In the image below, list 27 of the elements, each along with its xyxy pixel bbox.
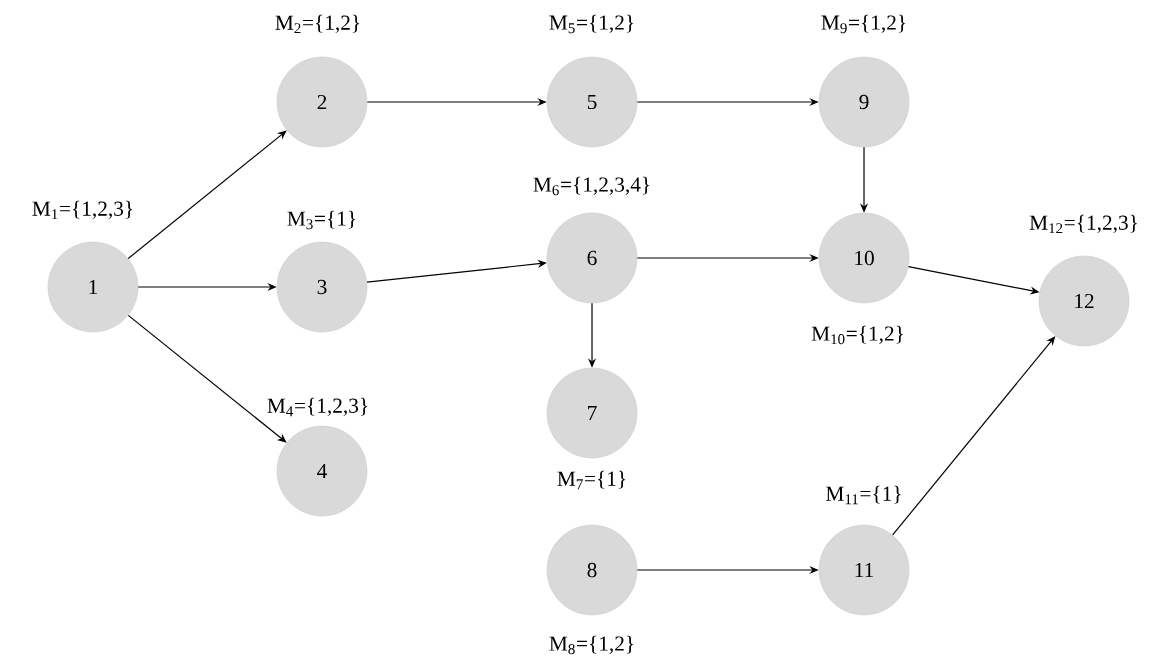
circle-node: 1 <box>47 241 139 333</box>
set-label: M$_{5}$={1,2} <box>549 14 634 34</box>
set-label: M$_{2}$={1,2} <box>275 14 360 34</box>
arrow <box>127 130 287 260</box>
circle-node: 8 <box>546 524 638 616</box>
set-label: M$_{8}$={1,2} <box>549 635 634 655</box>
arrow <box>127 314 287 443</box>
set-label: M$_{10}$={1,2} <box>811 325 903 345</box>
set-label: M$_{11}$={1} <box>826 485 901 505</box>
circle-node: 3 <box>276 241 368 333</box>
set-label: M$_{7}$={1} <box>557 470 626 490</box>
set-label: M$_{4}$={1,2,3} <box>267 397 368 417</box>
circle-node: 5 <box>546 56 638 148</box>
circle-node: 10 <box>818 212 910 304</box>
circle-node: 4 <box>276 425 368 517</box>
circle-node: 11 <box>818 524 910 616</box>
circle-node: 6 <box>546 212 638 304</box>
circle-node: 2 <box>276 56 368 148</box>
circle-node: 9 <box>818 56 910 148</box>
set-label: M$_{1}$={1,2,3} <box>32 200 133 220</box>
circle-node: 12 <box>1038 255 1130 347</box>
set-label: M$_{12}$={1,2,3} <box>1029 214 1137 234</box>
circle-node: 7 <box>546 367 638 459</box>
arrow <box>366 259 547 283</box>
set-label: M$_{3}$={1} <box>287 210 356 230</box>
set-label: M$_{9}$={1,2} <box>821 14 906 34</box>
set-label: M$_{6}$={1,2,3,4} <box>533 176 650 196</box>
